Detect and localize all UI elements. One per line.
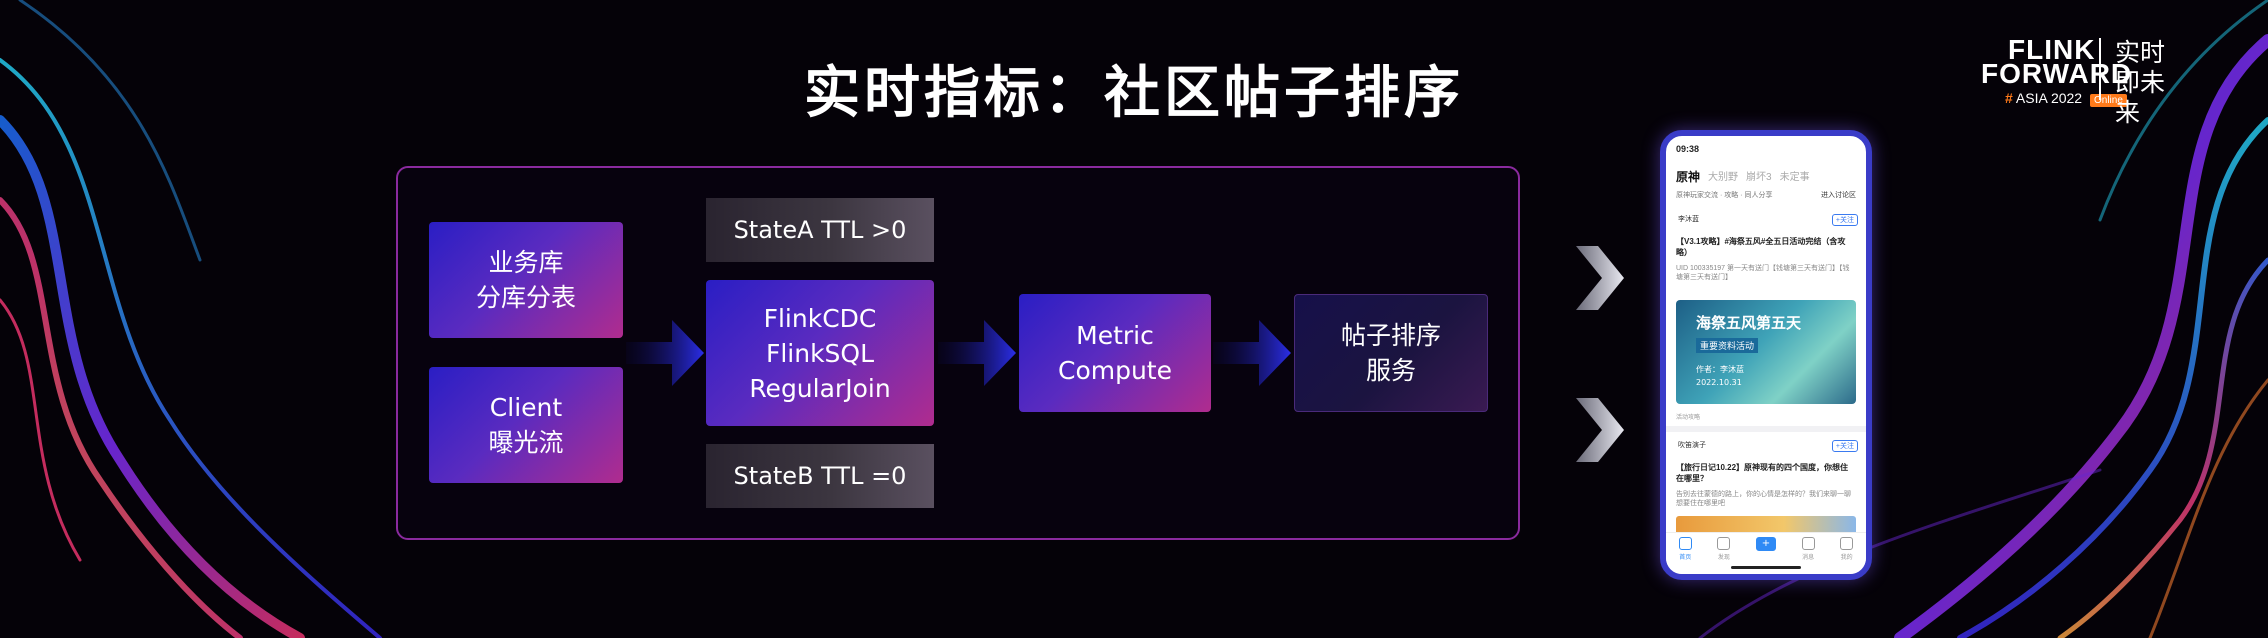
phone-post2-user: 吹笛演子 +关注: [1678, 440, 1858, 452]
phone-status-time: 09:38: [1676, 144, 1700, 154]
phone-post1-image-sub: 重要资料活动: [1696, 338, 1759, 353]
phone-post2-follow-button[interactable]: +关注: [1831, 440, 1858, 452]
phone-post1-image-author: 作者：李沐蓝: [1696, 365, 1744, 374]
arrow-metric-to-service: [1213, 320, 1291, 386]
phone-post1-meta: 活动攻略: [1676, 415, 1701, 421]
phone-tab-weiding[interactable]: 未定事: [1779, 172, 1810, 183]
phone-nav-profile-label: 我的: [1840, 554, 1853, 561]
metric-node: Metric Compute: [1019, 294, 1211, 412]
chevron-right-icon: [1576, 398, 1624, 462]
phone-bottom-nav: 首页 发现 + 消息 我的: [1666, 532, 1866, 574]
phone-nav-profile[interactable]: 我的: [1840, 537, 1854, 561]
phone-forum-bar[interactable]: 原神玩家交流 · 攻略 · 同人分享 进入讨论区: [1676, 190, 1856, 200]
profile-icon: [1840, 537, 1854, 550]
phone-post1-image[interactable]: 海祭五风第五天 重要资料活动 作者：李沐蓝 2022.10.31: [1676, 300, 1856, 404]
message-icon: [1801, 537, 1815, 550]
logo-line2: FORWARD: [1981, 58, 2133, 89]
phone-post2-desc: 告别去往蒙德的路上，你的心情是怎样的？我们来聊一聊想要住在哪里吧: [1676, 491, 1851, 507]
logo-hash: #: [2005, 90, 2013, 106]
phone-screenshot: 09:38 原神 大别野 崩坏3 未定事 原神玩家交流 · 攻略 · 同人分享 …: [1660, 130, 1872, 580]
phone-tab-bar: 原神 大别野 崩坏3 未定事: [1676, 168, 1810, 185]
state-a-label: StateA TTL >0: [706, 198, 934, 262]
logo-separator: [2099, 38, 2101, 100]
phone-nav-discover-label: 发现: [1717, 554, 1730, 561]
phone-post2-username: 吹笛演子: [1678, 442, 1706, 449]
state-b-label: StateB TTL =0: [706, 444, 934, 508]
phone-post-divider: [1666, 426, 1866, 432]
phone-home-indicator: [1731, 566, 1801, 569]
phone-tab-dabieye[interactable]: 大别野: [1708, 172, 1739, 183]
chevron-right-icon: [1576, 246, 1624, 310]
phone-post2-title[interactable]: 【旅行日记10.22】原神现有的四个国度，你想住在哪里？: [1676, 463, 1849, 483]
phone-forum-bar-text: 原神玩家交流 · 攻略 · 同人分享: [1676, 192, 1773, 199]
phone-post1-username: 李沐蓝: [1678, 216, 1699, 223]
arrow-sources-to-join: [626, 320, 704, 386]
phone-post1-follow-button[interactable]: +关注: [1831, 214, 1858, 226]
phone-post1-user: 李沐蓝 +关注: [1678, 214, 1858, 226]
flink-forward-logo: FLINK FORWARD # ASIA 2022 Online 实时即未来: [1975, 28, 2195, 128]
join-node: FlinkCDC FlinkSQL RegularJoin: [706, 280, 934, 426]
arrow-join-to-metric: [938, 320, 1016, 386]
logo-slogan: 实时即未来: [2115, 38, 2166, 127]
source-node-client: Client 曝光流: [429, 367, 623, 483]
phone-nav-home[interactable]: 首页: [1678, 537, 1692, 561]
phone-nav-post[interactable]: +: [1755, 537, 1776, 553]
phone-nav-discover[interactable]: 发现: [1717, 537, 1731, 561]
logo-event-name: ASIA 2022: [2015, 90, 2083, 106]
phone-tab-honkai[interactable]: 崩坏3: [1746, 172, 1772, 183]
logo-event: # ASIA 2022 Online: [2005, 90, 2127, 109]
phone-post2-image[interactable]: [1676, 516, 1856, 532]
phone-forum-bar-action[interactable]: 进入讨论区: [1821, 192, 1856, 199]
source-node-database: 业务库 分库分表: [429, 222, 623, 338]
phone-nav-messages-label: 消息: [1802, 554, 1815, 561]
phone-tab-genshin[interactable]: 原神: [1676, 170, 1701, 184]
home-icon: [1678, 537, 1692, 550]
phone-post1-image-title: 海祭五风第五天: [1696, 314, 1802, 332]
phone-nav-home-label: 首页: [1679, 554, 1692, 561]
plus-icon: +: [1755, 537, 1776, 551]
compass-icon: [1717, 537, 1731, 550]
logo-line1: FLINK: [2008, 34, 2096, 65]
phone-nav-messages[interactable]: 消息: [1801, 537, 1815, 561]
phone-post1-image-date: 2022.10.31: [1696, 378, 1742, 387]
phone-post1-title[interactable]: 【V3.1攻略】#海祭五风#全五日活动完结（含攻略）: [1676, 237, 1846, 257]
phone-post1-desc: UID 100335197 第一天有送门【钱塘第三天有送门】【钱塘第三天有送门】: [1676, 265, 1850, 281]
page-title: 实时指标：社区帖子排序: [804, 61, 1464, 126]
service-node: 帖子排序 服务: [1294, 294, 1488, 412]
